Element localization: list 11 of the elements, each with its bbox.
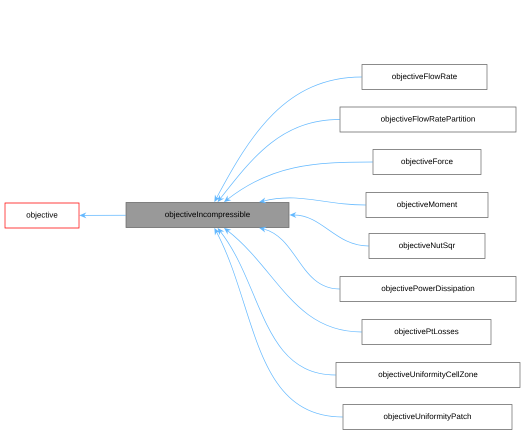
- class-box: objectiveNutSqr: [368, 233, 486, 259]
- class-box: objectiveUniformityPatch: [342, 404, 512, 430]
- class-box: objectiveFlowRatePartition: [340, 106, 516, 132]
- class-box: objectiveUniformityCellZone: [336, 362, 520, 388]
- class-box: objectivePtLosses: [362, 319, 492, 345]
- class-box: objectivePowerDissipation: [340, 276, 516, 302]
- class-box: objectiveIncompressible: [126, 202, 290, 228]
- class-box: objectiveFlowRate: [362, 64, 488, 90]
- class-box: objective: [4, 202, 80, 228]
- class-box: objectiveMoment: [366, 192, 488, 218]
- class-box: objectiveForce: [372, 149, 482, 175]
